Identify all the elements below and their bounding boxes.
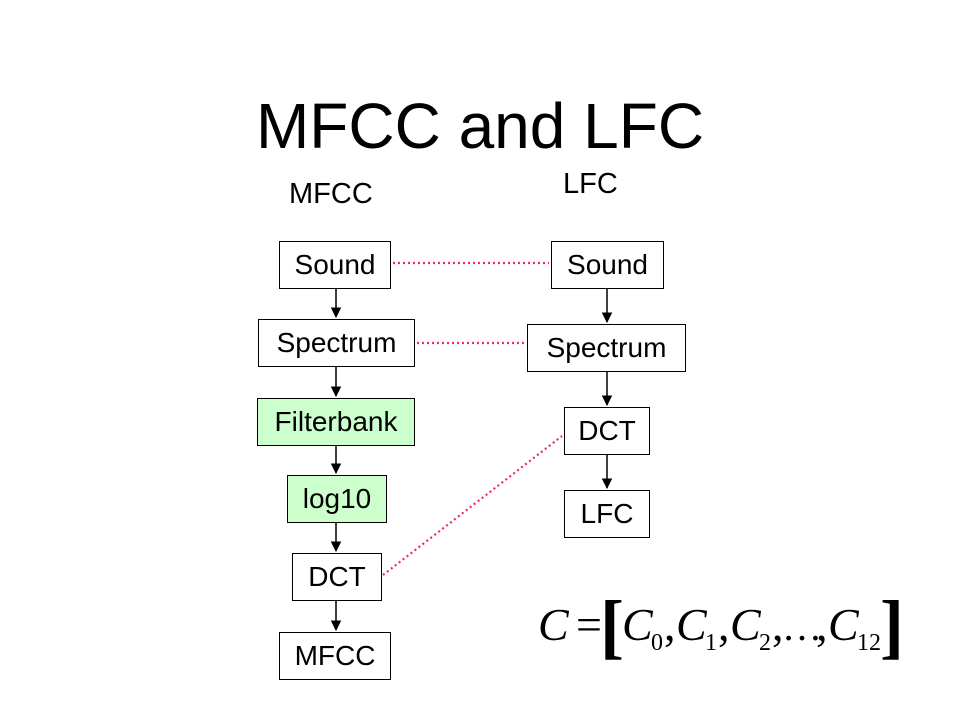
- slide-title: MFCC and LFC: [255, 90, 705, 162]
- lfc-column-label: LFC: [563, 168, 618, 200]
- mfcc-spectrum-box: Spectrum: [258, 319, 415, 367]
- formula-svg: C = [ C 0 , C 1 , C 2 , … , C 12 ]: [538, 586, 904, 666]
- formula-open-bracket: [: [600, 586, 624, 666]
- formula-sep-0: ,: [664, 599, 676, 650]
- formula-sep-2: ,: [772, 599, 784, 650]
- formula-close-bracket: ]: [880, 586, 904, 666]
- mfcc-filterbank-box: Filterbank: [257, 398, 415, 446]
- formula-sep-1: ,: [718, 599, 730, 650]
- lfc-dct-box: DCT: [564, 407, 650, 455]
- formula-term-0-symbol: C: [622, 599, 654, 650]
- mfcc-sound-box: Sound: [279, 241, 391, 289]
- lfc-output-box: LFC: [564, 490, 650, 538]
- mfcc-log10-box: log10: [287, 475, 387, 523]
- lfc-spectrum-box: Spectrum: [527, 324, 686, 372]
- formula-sep-3: ,: [816, 599, 828, 650]
- formula-term-1-sub: 1: [705, 630, 717, 656]
- formula-term-1-symbol: C: [676, 599, 708, 650]
- mfcc-dct-box: DCT: [292, 553, 382, 601]
- coefficient-formula: C = [ C 0 , C 1 , C 2 , … , C 12 ]: [538, 586, 904, 666]
- formula-term-2-symbol: C: [730, 599, 762, 650]
- mfcc-output-box: MFCC: [279, 632, 391, 680]
- formula-term-2-sub: 2: [759, 630, 771, 656]
- formula-term-0-sub: 0: [651, 630, 663, 656]
- formula-term-4-symbol: C: [828, 599, 860, 650]
- link-dct-to-dct: [382, 435, 563, 576]
- lfc-sound-box: Sound: [551, 241, 664, 289]
- formula-term-3-ellipsis: …: [782, 604, 822, 649]
- formula-term-4-sub: 12: [857, 630, 881, 656]
- formula-equals: =: [576, 599, 602, 650]
- formula-lhs: C: [538, 599, 570, 650]
- mfcc-column-label: MFCC: [289, 178, 373, 210]
